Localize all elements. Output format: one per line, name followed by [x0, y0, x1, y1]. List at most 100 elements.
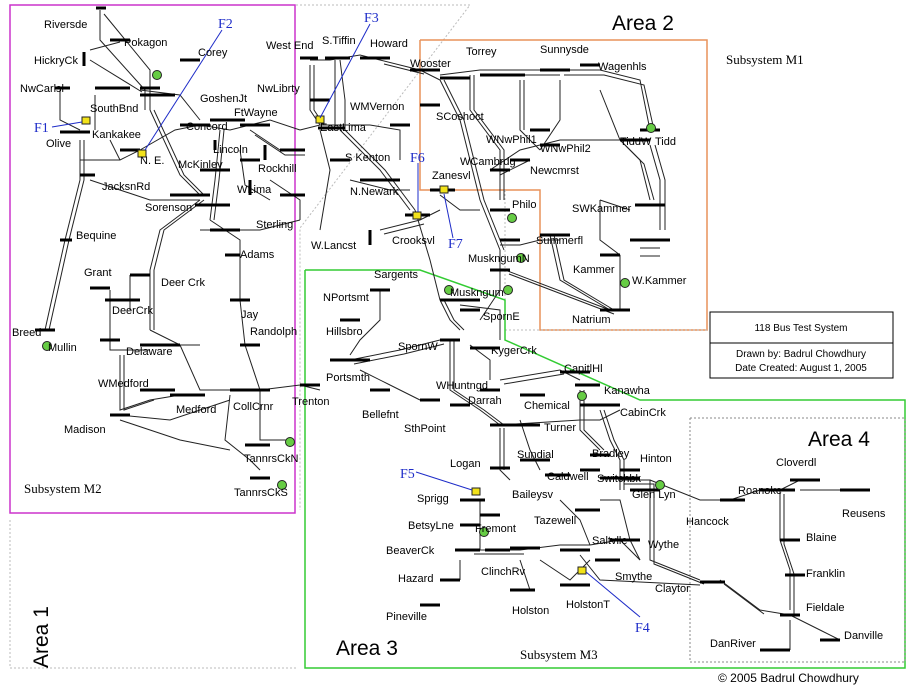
- bus-label: FtWayne: [234, 107, 278, 119]
- bus-label: Natrium: [572, 314, 611, 326]
- bus-label: Sprigg: [417, 493, 449, 505]
- bus-label: NPortsmt: [323, 292, 369, 304]
- bus-label: Danville: [844, 630, 883, 642]
- bus-label: WLima: [237, 184, 272, 196]
- title-box: 118 Bus Test System Drawn by: Badrul Cho…: [709, 311, 894, 379]
- bus-label: SpornE: [483, 311, 520, 323]
- bus-label: W.Kammer: [632, 275, 687, 287]
- bus-label: W.Lancst: [311, 240, 356, 252]
- bus-label: Deer Crk: [161, 277, 206, 289]
- subsystem-m3-border: [304, 269, 906, 669]
- bus-label: Caldwell: [547, 471, 589, 483]
- bus-label: Sorenson: [145, 202, 192, 214]
- bus-label: Philo: [512, 199, 536, 211]
- bus-label: Switchbk: [597, 473, 642, 485]
- bus-label: CabinCrk: [620, 407, 666, 419]
- bus-label: Reusens: [842, 508, 886, 520]
- bus-label: Muskngum: [450, 287, 504, 299]
- bus-label: Pokagon: [124, 37, 167, 49]
- bus-label: WNwPhil2: [540, 143, 591, 155]
- bus-label: Wythe: [648, 539, 679, 551]
- bus-label: KygerCrk: [491, 345, 537, 357]
- bus-label: EastLima: [320, 122, 367, 134]
- bus-label: Cloverdl: [776, 457, 816, 469]
- area3-label: Area 3: [336, 637, 398, 660]
- bus-label: DeerCrk: [112, 305, 153, 317]
- bus-label: Wagenhls: [598, 61, 647, 73]
- bus-label: Corey: [198, 47, 228, 59]
- bus-label: SthPoint: [404, 423, 446, 435]
- bus-label: MuskngumN: [468, 253, 530, 265]
- bus-label: Darrah: [468, 395, 502, 407]
- bus-label: Medford: [176, 404, 216, 416]
- bus-label: WHuntngd: [436, 380, 488, 392]
- bus-label: WMedford: [98, 378, 149, 390]
- bus-label: Madison: [64, 424, 106, 436]
- bus-label: Saltvlle: [592, 535, 627, 547]
- bus-label: Sargents: [374, 269, 419, 281]
- bus-label: Franklin: [806, 568, 845, 580]
- bus-label: CapitlHl: [564, 363, 603, 375]
- bus-label: Tazewell: [534, 515, 576, 527]
- bus-label: TannrsCkS: [234, 487, 288, 499]
- bus-label: HolstonT: [566, 599, 610, 611]
- bus-label: Smythe: [615, 571, 652, 583]
- subsystem-m2-label: Subsystem M2: [24, 481, 102, 496]
- area1-label: Area 1: [30, 606, 53, 668]
- bus-label: Randolph: [250, 326, 297, 338]
- bus-label: Hinton: [640, 453, 672, 465]
- bus-label: GoshenJt: [200, 93, 247, 105]
- bus-name-labels: Riversde Pokagon HickryCk Corey NwCarlsl…: [12, 19, 886, 650]
- bus-label: Grant: [84, 267, 112, 279]
- title-box-title: 118 Bus Test System: [754, 323, 847, 334]
- bus-label: WNwPhil1: [486, 134, 537, 146]
- bus-label: Adams: [240, 249, 275, 261]
- bus-label: McKinley: [178, 159, 223, 171]
- bus-label: Bradley: [592, 448, 630, 460]
- bus-label: Concord: [186, 121, 228, 133]
- bus-label: Hillsbro: [326, 326, 363, 338]
- bus-label: Hazard: [398, 573, 433, 585]
- fault-markers: [51, 23, 641, 618]
- bus-label: Crooksvl: [392, 235, 435, 247]
- bus-label: West End: [266, 40, 314, 52]
- bus-label: Bellefnt: [362, 409, 399, 421]
- bus-label: Sterling: [256, 219, 293, 231]
- bus-label: WCambrdg: [460, 156, 516, 168]
- transmission-lines: [44, 10, 860, 650]
- bus-label: WMVernon: [350, 101, 404, 113]
- bus-label: Olive: [46, 138, 71, 150]
- bus-label: Glen Lyn: [632, 489, 676, 501]
- subsystem-m1-label: Subsystem M1: [726, 52, 804, 67]
- bus-label: Turner: [544, 422, 576, 434]
- bus-label: Roanoke: [738, 485, 782, 497]
- title-box-drawn-by: Drawn by: Badrul Chowdhury: [736, 349, 866, 360]
- bus-label: SouthBnd: [90, 103, 138, 115]
- bus-label: Portsmth: [326, 372, 370, 384]
- bus-label: BetsyLne: [408, 520, 454, 532]
- bus-label: Pineville: [386, 611, 427, 623]
- area4-label: Area 4: [808, 428, 870, 451]
- fault-label-f7: F7: [448, 237, 463, 252]
- bus-label: Newcmrst: [530, 165, 579, 177]
- bus-label: Torrey: [466, 46, 497, 58]
- bus-label: Rockhill: [258, 163, 297, 175]
- subsystem-m2-border: [9, 4, 296, 514]
- bus-label: Chemical: [524, 400, 570, 412]
- area1-bottom-border: [9, 520, 296, 669]
- fault-label-f3: F3: [364, 11, 379, 26]
- bus-label: Sunnysde: [540, 44, 589, 56]
- fault-label-f6: F6: [410, 151, 425, 166]
- bus-label: BeaverCk: [386, 545, 435, 557]
- title-box-date: Date Created: August 1, 2005: [735, 363, 867, 374]
- bus-label: NwLibrty: [257, 83, 300, 95]
- bus-label: JacksnRd: [102, 181, 150, 193]
- bus-label: N. E.: [140, 155, 164, 167]
- bus-label: ClinchRv: [481, 566, 526, 578]
- bus-label: Breed: [12, 327, 41, 339]
- bus-label: HickryCk: [34, 55, 78, 67]
- bus-label: Tidd: [655, 136, 676, 148]
- generators: [42, 70, 665, 537]
- bus-label: Holston: [512, 605, 549, 617]
